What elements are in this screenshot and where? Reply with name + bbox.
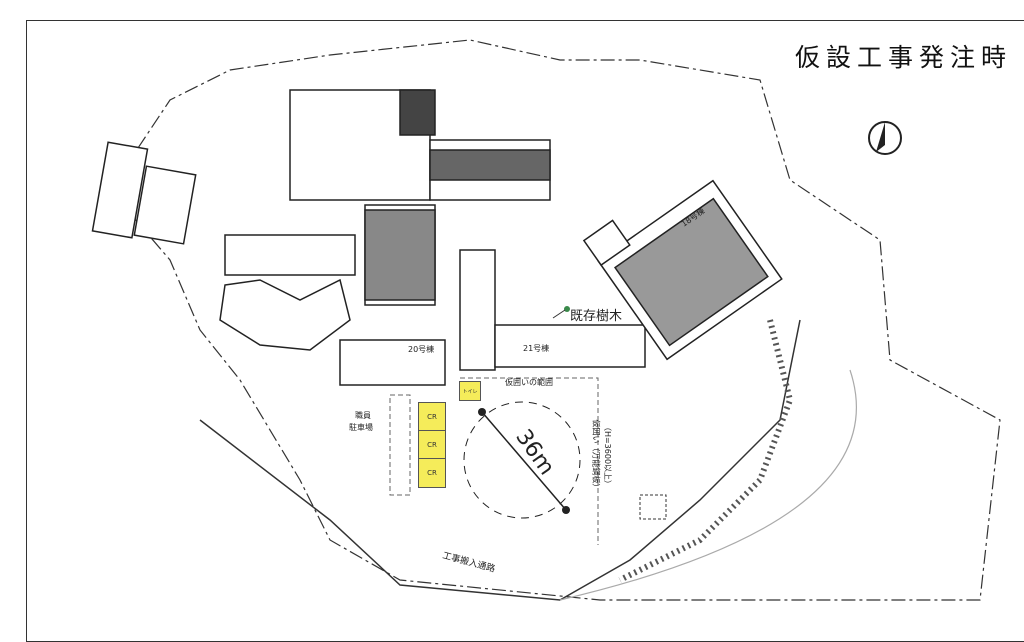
cr-box: CR xyxy=(418,430,446,460)
cr-label: CR xyxy=(427,469,437,477)
building-21-label: 21号棟 xyxy=(523,344,550,353)
fence-note: 仮囲い（万能鋼板） xyxy=(591,419,601,492)
tower-crane-icon xyxy=(639,494,667,520)
drawing-title: 仮設工事発注時 xyxy=(795,43,1013,72)
north-arrow-icon xyxy=(868,121,902,155)
cr-box: CR xyxy=(418,458,446,488)
crane-radius xyxy=(463,401,581,519)
parking-label-1: 職員 xyxy=(355,411,371,420)
toilet-box: トイレ xyxy=(459,381,481,401)
toilet-label: トイレ xyxy=(462,388,478,395)
cr-label: CR xyxy=(427,441,437,449)
building-20-label: 20号棟 xyxy=(408,345,435,354)
parking-label-2: 駐車場 xyxy=(349,423,373,432)
site-plan xyxy=(91,39,1001,601)
existing-tree-label: 既存樹木 xyxy=(570,309,623,324)
tree-icon xyxy=(564,306,570,312)
site-boundary xyxy=(109,39,1001,601)
cr-box: CR xyxy=(418,402,446,432)
cr-label: CR xyxy=(427,413,437,421)
fence-height: （H=3600以上） xyxy=(603,422,613,489)
temporary-fence xyxy=(460,377,599,545)
fence-area-label: 仮囲いの範囲 xyxy=(505,378,553,387)
